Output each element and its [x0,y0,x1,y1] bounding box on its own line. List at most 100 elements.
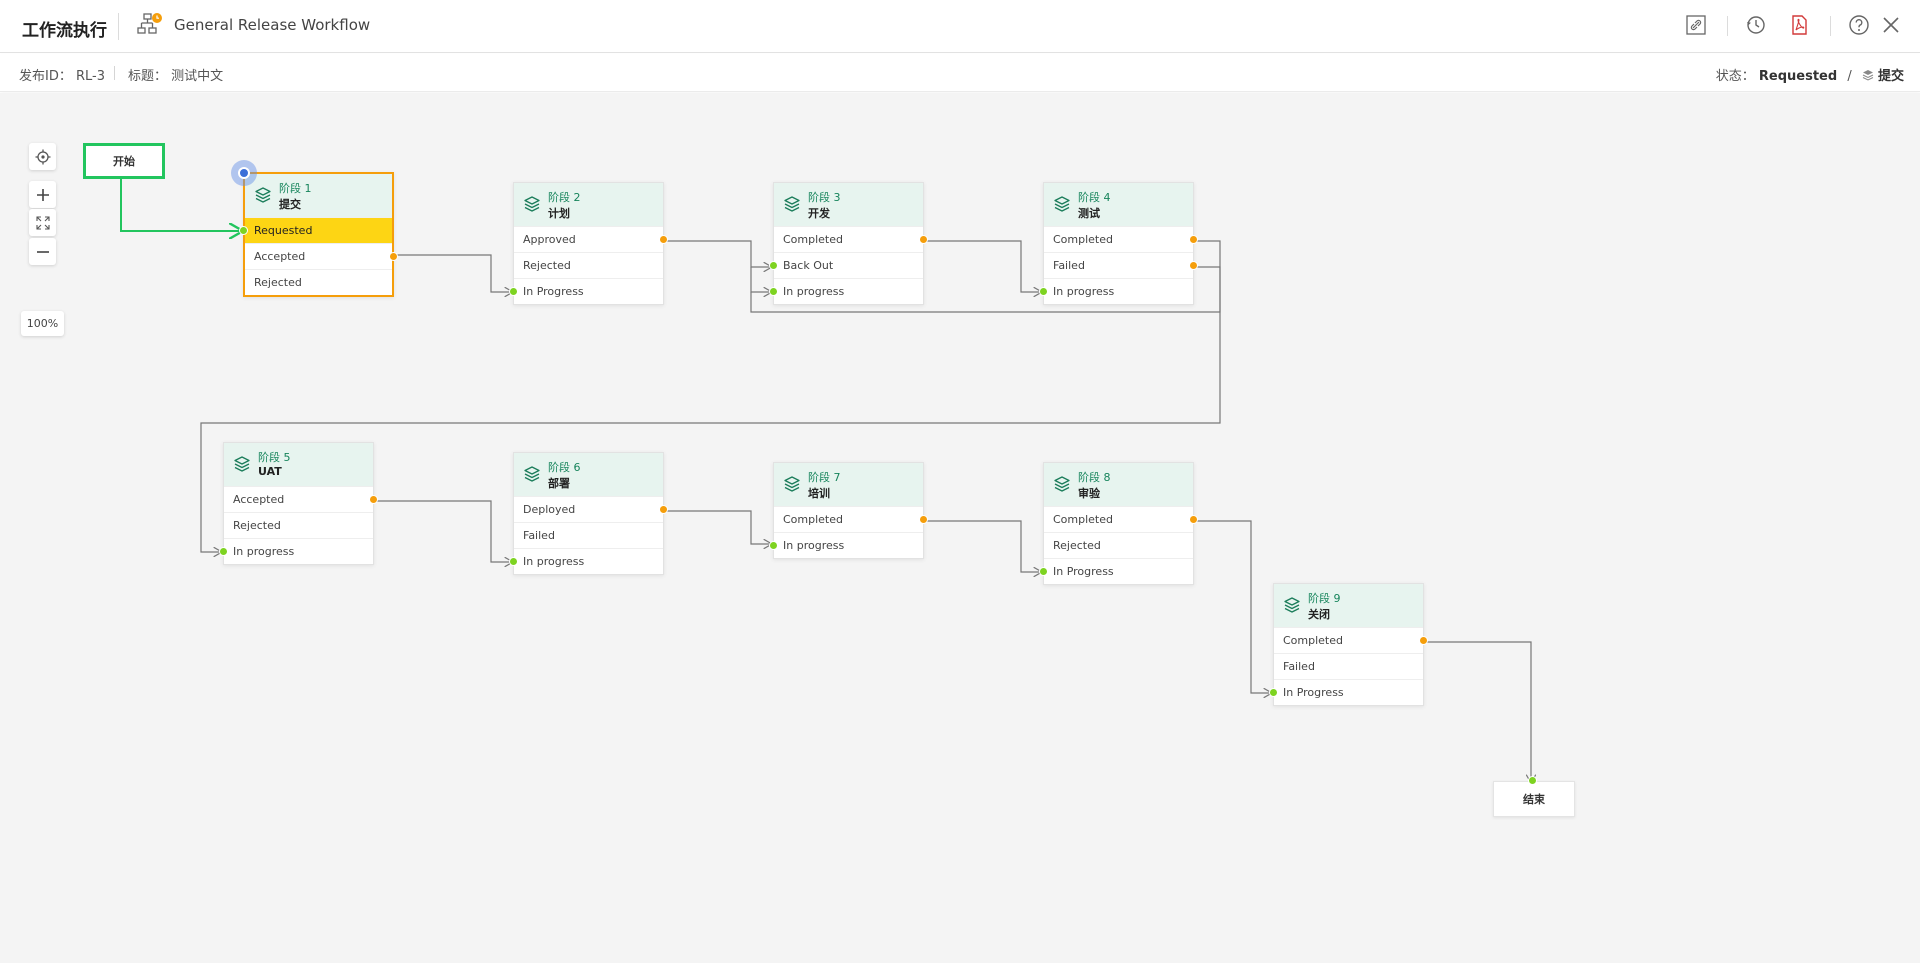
output-port[interactable] [1189,235,1198,244]
stage-8-card[interactable]: 阶段 8 审验 Completed Rejected In Progress [1039,462,1198,585]
locate-button[interactable] [29,143,56,170]
stage-row-label: Approved [523,233,576,246]
stage-row[interactable]: Failed [1044,252,1198,278]
help-icon[interactable] [1848,14,1870,36]
output-port[interactable] [659,235,668,244]
stage-number: 阶段 2 [548,191,581,204]
output-port[interactable] [659,505,668,514]
stage-6-card[interactable]: 阶段 6 部署 Deployed Failed In progress [509,452,668,575]
stage-row-label: In Progress [523,285,584,298]
output-port[interactable] [369,495,378,504]
stage-row[interactable]: Failed [1274,653,1423,679]
stage-row[interactable]: Completed [1044,506,1198,532]
output-port[interactable] [919,515,928,524]
workflow-canvas[interactable]: 100% 开始 结束 阶段 1 提交 Requested Accepted Re… [0,93,1920,963]
edge-stage2-stage3 [664,240,772,267]
input-port[interactable] [1528,776,1537,785]
start-node[interactable]: 开始 [83,143,165,179]
zoom-in-button[interactable] [29,181,56,208]
output-port[interactable] [1419,636,1428,645]
stage-name: UAT [258,465,282,478]
stage-row-label: Accepted [233,493,285,506]
stage-row[interactable]: Completed [774,506,928,532]
output-port[interactable] [919,235,928,244]
stage-row[interactable]: In progress [769,278,923,304]
stage-row[interactable]: In Progress [1039,558,1193,584]
stage-row[interactable]: In progress [509,548,663,574]
input-port[interactable] [769,287,778,296]
app-title: 工作流执行 [22,21,107,41]
fit-screen-button[interactable] [29,209,56,236]
stage-layers-icon [234,456,250,472]
zoom-out-button[interactable] [29,238,56,265]
stage-row[interactable]: Deployed [514,496,668,522]
edge-stage7-stage8 [924,520,1042,572]
stage-row[interactable]: In Progress [509,278,663,304]
stage-header: 阶段 2 计划 [514,183,663,226]
status-separator: / [1847,69,1852,84]
release-title-value: 测试中文 [171,69,224,84]
stage-row[interactable]: Completed [1274,627,1428,653]
stage-row[interactable]: Accepted [224,486,378,512]
stage-4-card[interactable]: 阶段 4 测试 Completed Failed In progress [1039,182,1198,305]
stage-1-card[interactable]: 阶段 1 提交 Requested Accepted Rejected [239,172,398,297]
close-icon[interactable] [1880,14,1902,36]
edge-stage5-stage6 [374,500,513,562]
stage-5-card[interactable]: 阶段 5 UAT Accepted Rejected In progress [219,442,378,565]
stage-number: 阶段 9 [1308,592,1341,605]
pdf-icon[interactable] [1788,14,1810,36]
stage-name: 计划 [548,207,570,220]
stage-row-label: In progress [783,539,845,552]
stage-row-label: Rejected [523,259,571,272]
output-port[interactable] [1189,515,1198,524]
stage-row[interactable]: Failed [514,522,663,548]
output-port[interactable] [389,252,398,261]
workflow-connectors [120,178,1920,963]
stage-layers-icon [255,187,271,203]
stage-9-card[interactable]: 阶段 9 关闭 Completed Failed In Progress [1269,583,1428,706]
input-port[interactable] [1039,287,1048,296]
stage-row[interactable]: Completed [774,226,928,252]
stage-row[interactable]: Completed [1044,226,1198,252]
workflow-icon [137,13,162,34]
stage-row[interactable]: In progress [1039,278,1193,304]
input-port[interactable] [509,287,518,296]
input-port[interactable] [769,541,778,550]
stage-row-label: Deployed [523,503,576,516]
input-port[interactable] [219,547,228,556]
link-icon[interactable] [1685,14,1707,36]
stage-row[interactable]: In progress [769,532,923,558]
stage-row[interactable]: In progress [219,538,373,564]
stage-layers-icon [1054,476,1070,492]
history-icon[interactable] [1745,14,1767,36]
stage-row[interactable]: Accepted [245,243,398,269]
stage-number: 阶段 3 [808,191,841,204]
app-header: 工作流执行 General Release Workflow [0,0,1920,53]
end-node[interactable]: 结束 [1493,781,1575,817]
stage-row[interactable]: Back Out [769,252,923,278]
stage-7-card[interactable]: 阶段 7 培训 Completed In progress [769,462,928,559]
stage-header: 阶段 9 关闭 [1274,584,1423,627]
input-port[interactable] [769,261,778,270]
stage-2-card[interactable]: 阶段 2 计划 Approved Rejected In Progress [509,182,668,305]
stage-3-card[interactable]: 阶段 3 开发 Completed Back Out In progress [769,182,928,305]
header-divider [1727,16,1728,36]
stage-number: 阶段 5 [258,451,291,464]
input-port[interactable] [239,226,248,235]
stage-row[interactable]: Rejected [245,269,392,295]
stage-header: 阶段 7 培训 [774,463,923,506]
stage-row[interactable]: Requested [239,217,392,243]
input-port[interactable] [509,557,518,566]
stage-row-label: Accepted [254,250,306,263]
output-port[interactable] [1189,261,1198,270]
stage-name: 审验 [1078,487,1100,500]
stage-row[interactable]: Approved [514,226,668,252]
stage-row[interactable]: In Progress [1269,679,1423,705]
stage-row[interactable]: Rejected [1044,532,1193,558]
stage-header: 阶段 5 UAT [224,443,373,486]
input-port[interactable] [1269,688,1278,697]
input-port[interactable] [1039,567,1048,576]
stage-row[interactable]: Rejected [514,252,663,278]
stage-row-label: Completed [1053,233,1113,246]
stage-row[interactable]: Rejected [224,512,373,538]
